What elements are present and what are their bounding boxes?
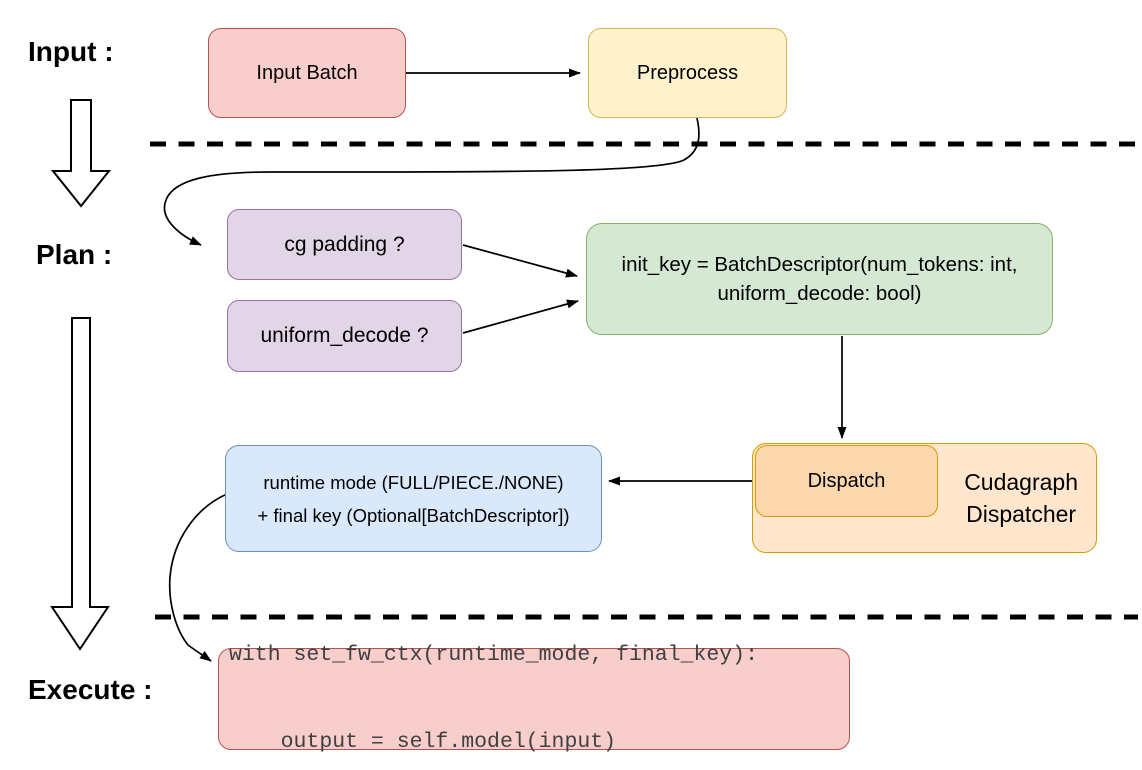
- node-cudagraph-dispatcher-line1: Cudagraph: [964, 469, 1078, 495]
- node-execute-code-line2: output = self.model(input): [229, 730, 617, 754]
- down-arrow-input-to-plan-icon: [50, 99, 112, 208]
- stage-label-input: Input :: [28, 36, 114, 67]
- connector-cg-padding-to-init-key: [462, 244, 578, 278]
- node-init-key-line1: init_key = BatchDescriptor(num_tokens: i…: [621, 253, 1018, 276]
- node-input-batch: Input Batch: [208, 28, 406, 118]
- node-uniform-decode: uniform_decode ?: [227, 300, 462, 372]
- node-execute-code: with set_fw_ctx(runtime_mode, final_key)…: [218, 643, 850, 754]
- node-preprocess: Preprocess: [588, 28, 787, 118]
- node-dispatch: Dispatch: [755, 445, 938, 517]
- node-runtime-mode: runtime mode (FULL/PIECE./NONE) + final …: [225, 445, 602, 552]
- node-init-key: init_key = BatchDescriptor(num_tokens: i…: [586, 223, 1053, 335]
- stage-label-execute: Execute :: [28, 674, 153, 705]
- connector-uniform-decode-to-init-key: [462, 299, 579, 334]
- node-uniform-decode-label: uniform_decode ?: [260, 324, 429, 347]
- node-cg-padding: cg padding ?: [227, 209, 462, 280]
- node-runtime-mode-line1: runtime mode (FULL/PIECE./NONE): [263, 471, 564, 493]
- node-cudagraph-dispatcher-line2: Dispatcher: [966, 501, 1077, 527]
- down-arrow-plan-to-execute-icon: [50, 317, 110, 651]
- node-input-batch-label: Input Batch: [256, 61, 358, 84]
- node-cg-padding-label: cg padding ?: [284, 232, 405, 256]
- node-preprocess-label: Preprocess: [636, 61, 739, 84]
- connector-runtime-mode-to-execute-code: [168, 493, 228, 662]
- stage-label-plan: Plan :: [36, 239, 113, 270]
- node-init-key-line2: uniform_decode: bool): [717, 282, 922, 305]
- node-runtime-mode-line2: + final key (Optional[BatchDescriptor]): [257, 504, 570, 526]
- node-dispatch-label: Dispatch: [807, 469, 886, 492]
- node-execute-code-line1: with set_fw_ctx(runtime_mode, final_key)…: [229, 643, 758, 667]
- connector-preprocess-to-cg-padding: [163, 117, 700, 246]
